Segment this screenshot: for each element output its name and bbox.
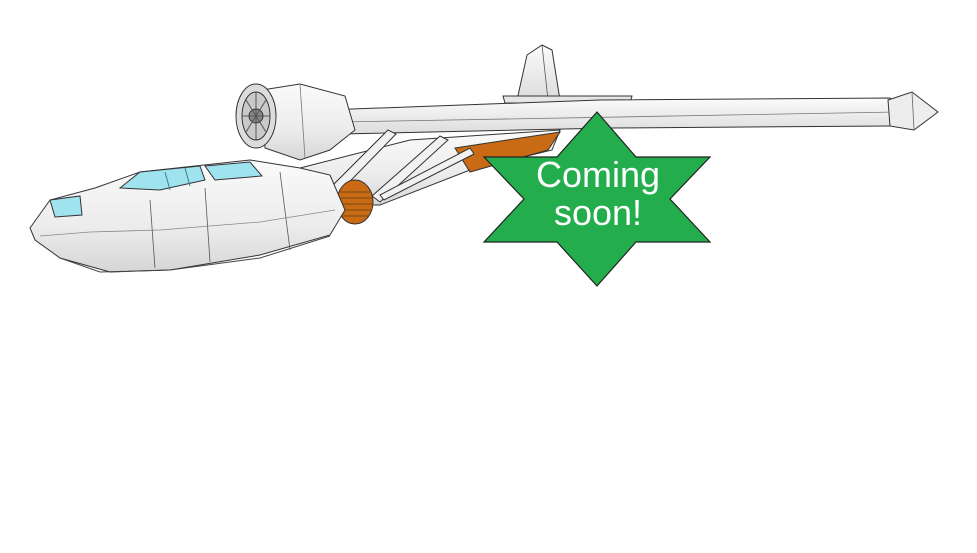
star-burst-icon bbox=[482, 111, 712, 287]
orange-tail-section bbox=[454, 131, 562, 173]
main-wing bbox=[324, 91, 939, 135]
engine-nacelle bbox=[235, 83, 356, 161]
fuselage-blister bbox=[336, 179, 374, 225]
main-hull bbox=[29, 159, 346, 273]
coming-soon-badge bbox=[482, 111, 712, 287]
tail-fin bbox=[502, 44, 633, 104]
cockpit-canopy bbox=[49, 161, 264, 218]
